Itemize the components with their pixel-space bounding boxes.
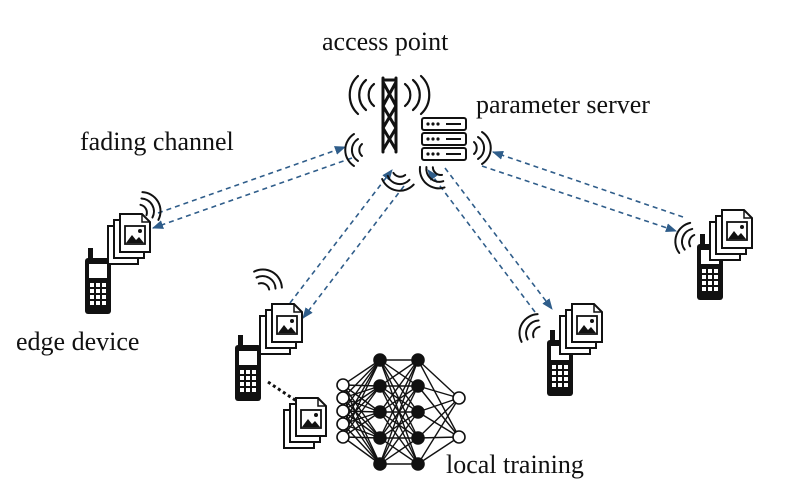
nn-edge (379, 359, 419, 439)
right-device-waves-icon (670, 218, 699, 257)
link-midleft-down (302, 185, 405, 319)
nn-edge (417, 385, 460, 399)
nn-edge (379, 359, 419, 413)
edge-device-label: edge device (16, 327, 139, 356)
nn-edge (417, 359, 460, 438)
nn-node (336, 417, 350, 431)
nn-edge (342, 359, 381, 412)
nn-edge (379, 437, 419, 465)
nn-edge (379, 411, 419, 465)
nn-node (336, 391, 350, 405)
nn-edge (379, 359, 419, 465)
nn-node (452, 391, 466, 405)
nn-node (373, 379, 387, 393)
nn-edge (342, 385, 381, 425)
access-point-label: access point (322, 27, 449, 56)
tower-left-waves-icon (344, 133, 363, 167)
nn-node (373, 353, 387, 367)
midright-device-waves-icon (513, 308, 546, 347)
nn-edge (342, 385, 381, 438)
nn-edge (417, 359, 460, 399)
nn-edge (417, 436, 460, 465)
nn-node (336, 378, 350, 392)
link-left-down (151, 157, 353, 229)
image-stack-icon (709, 209, 753, 261)
nn-edge (417, 397, 460, 465)
image-stack-icon (259, 303, 303, 355)
nn-edge (417, 411, 460, 438)
access-point-tower-icon (381, 76, 398, 154)
nn-node (373, 431, 387, 445)
nn-edge (379, 359, 419, 387)
nn-edge (342, 359, 381, 386)
nn-edge (342, 436, 381, 465)
nn-edge (342, 423, 381, 465)
nn-node (411, 431, 425, 445)
nn-node (452, 430, 466, 444)
neural-network-icon (336, 353, 466, 471)
link-lines (151, 146, 684, 319)
nn-edge (417, 436, 460, 439)
local-data-link (267, 380, 299, 404)
nn-node (336, 430, 350, 444)
nn-node (336, 404, 350, 418)
link-left-up (157, 146, 347, 214)
link-midright-up (427, 169, 536, 313)
parameter-server-label: parameter server (476, 90, 650, 119)
local-data-image-stack-icon (283, 397, 327, 449)
image-stack-icon (559, 303, 603, 355)
nn-edge (342, 359, 381, 399)
nn-edge (417, 385, 460, 438)
local-training-label: local training (446, 450, 584, 479)
nn-node (411, 405, 425, 419)
server-icon (421, 117, 467, 161)
nn-node (411, 379, 425, 393)
nn-edge (379, 385, 419, 465)
link-midleft-up (289, 169, 393, 304)
nn-node (411, 353, 425, 367)
link-right-down (481, 165, 678, 233)
nn-node (411, 457, 425, 471)
nn-edge (342, 411, 381, 438)
phone-icon (235, 335, 261, 401)
nn-edge (417, 397, 460, 413)
image-stack-icon (107, 213, 151, 265)
server-down-waves-icon (413, 159, 451, 196)
server-right-waves-icon (473, 131, 492, 165)
nn-node (373, 405, 387, 419)
link-midright-down (444, 167, 553, 310)
link-right-up (491, 151, 684, 218)
tower-down-waves-icon (379, 170, 417, 195)
nn-edge (417, 397, 460, 439)
midleft-device-waves-icon (249, 263, 288, 296)
fading-channel-label: fading channel (80, 127, 234, 156)
nn-node (373, 457, 387, 471)
tower-waves-icon (348, 74, 431, 116)
